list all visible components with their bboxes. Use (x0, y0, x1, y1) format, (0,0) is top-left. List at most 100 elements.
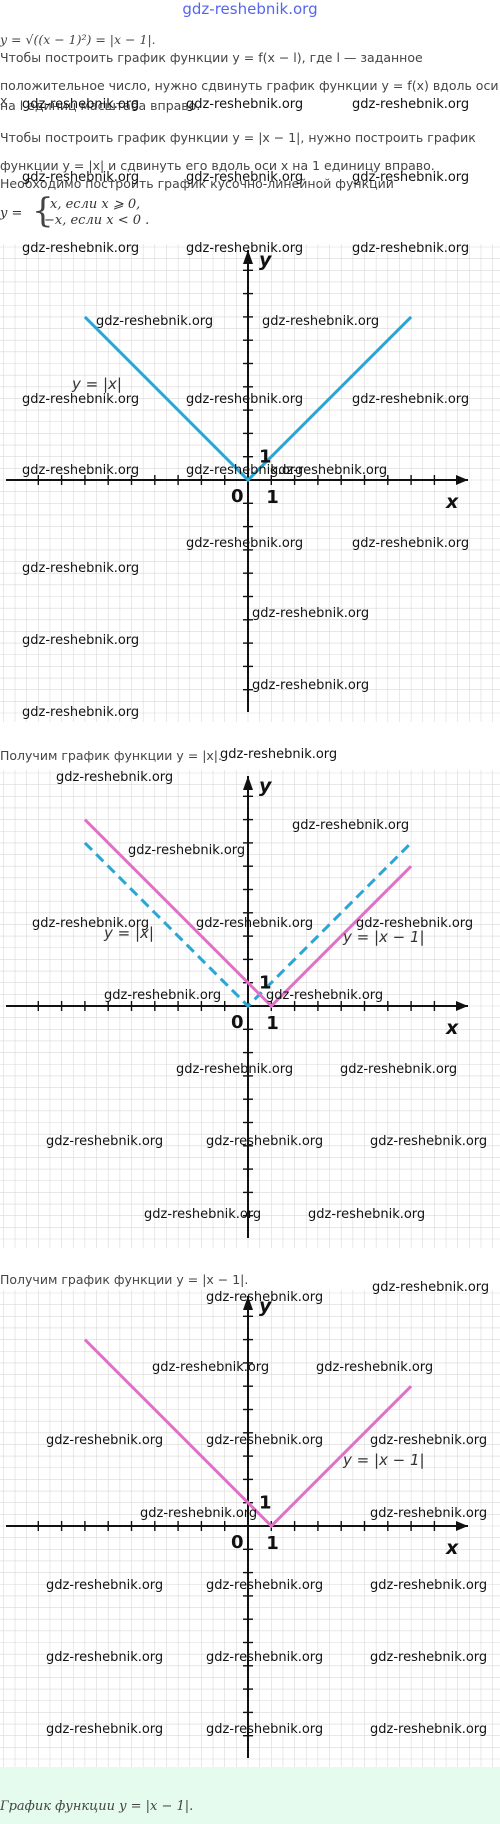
watermark: gdz-reshebnik.org (352, 241, 470, 256)
label-abs-x-minus-1: y = |x − 1| (342, 1451, 425, 1469)
watermark: gdz-reshebnik.org (370, 1722, 488, 1737)
y-axis-label: y (259, 249, 273, 271)
watermark: gdz-reshebnik.org (22, 463, 140, 478)
watermark: gdz-reshebnik.org (186, 536, 304, 551)
watermark: gdz-reshebnik.org (46, 1433, 164, 1448)
answer-box: График функции y = |x − 1|. (0, 1767, 500, 1824)
one-x-label: 1 (266, 487, 279, 508)
watermark: gdz-reshebnik.org (46, 1134, 164, 1149)
watermark: gdz-reshebnik.org (22, 392, 140, 407)
watermark: gdz-reshebnik.org (104, 988, 222, 1003)
watermark: gdz-reshebnik.org (340, 1062, 458, 1077)
watermark: gdz-reshebnik.org (186, 392, 304, 407)
label-abs-x: y = |x| (71, 375, 122, 393)
caption-2: Получим график функции y = |x − 1|. (0, 1272, 249, 1287)
origin-label: 0 (231, 1012, 244, 1033)
watermark: gdz-reshebnik.org (370, 1134, 488, 1149)
watermark: gdz-reshebnik.org (186, 241, 304, 256)
piecewise-prefix: y = (0, 206, 23, 221)
watermark: gdz-reshebnik.org (252, 606, 370, 621)
watermark: gdz-reshebnik.org (206, 1722, 324, 1737)
text-line-shift-rule: Чтобы построить график функции y = f(x −… (0, 50, 423, 65)
origin-label: 0 (231, 1532, 244, 1553)
watermark: gdz-reshebnik.org (206, 1578, 324, 1593)
watermark: gdz-reshebnik.org (140, 1506, 258, 1521)
text-line-plan-2: функции y = |x| и сдвинуть его вдоль оси… (0, 158, 435, 173)
watermark: gdz-reshebnik.org (56, 770, 174, 785)
watermark: gdz-reshebnik.org (22, 633, 140, 648)
watermark: gdz-reshebnik.org (46, 1578, 164, 1593)
equation-line: y = √((x − 1)²) = |x − 1|. (0, 32, 156, 47)
watermark: gdz-reshebnik.org (270, 463, 388, 478)
site-banner[interactable]: gdz-reshebnik.org (182, 0, 318, 18)
series-line (83, 841, 413, 1009)
watermark: gdz-reshebnik.org (152, 1360, 270, 1375)
watermark: gdz-reshebnik.org (370, 1578, 488, 1593)
watermark: gdz-reshebnik.org (266, 988, 384, 1003)
brace-icon: { (32, 191, 54, 231)
watermark: gdz-reshebnik.org (176, 1062, 294, 1077)
watermark: gdz-reshebnik.org (22, 97, 140, 112)
watermark: gdz-reshebnik.org (186, 170, 304, 185)
watermark: gdz-reshebnik.org (96, 314, 214, 329)
watermark: gdz-reshebnik.org (206, 1134, 324, 1149)
watermark: gdz-reshebnik.org (144, 1207, 262, 1222)
x-axis-label: x (445, 1537, 459, 1559)
piecewise-case-2: −x, если x < 0 . (44, 213, 150, 228)
watermark: gdz-reshebnik.org (352, 536, 470, 551)
x-arrow-icon (456, 1001, 468, 1011)
series-line (83, 315, 413, 483)
watermark: gdz-reshebnik.org (372, 1280, 490, 1295)
label-abs-x: y = |x| (103, 924, 154, 942)
watermark: gdz-reshebnik.org (186, 97, 304, 112)
one-y-label: 1 (259, 1493, 272, 1514)
watermark: gdz-reshebnik.org (262, 314, 380, 329)
caption-1: Получим график функции y = |x|. (0, 748, 222, 763)
x-arrow-icon (456, 475, 468, 485)
x-arrow-icon (456, 1521, 468, 1531)
watermark: gdz-reshebnik.org (206, 1433, 324, 1448)
series-line (83, 818, 413, 1009)
watermark: gdz-reshebnik.org (308, 1207, 426, 1222)
watermark: gdz-reshebnik.org (352, 392, 470, 407)
watermark: gdz-reshebnik.org (356, 916, 474, 931)
watermark: gdz-reshebnik.org (22, 170, 140, 185)
watermark: gdz-reshebnik.org (352, 97, 470, 112)
one-x-label: 1 (266, 1533, 279, 1554)
x-axis-label: x (445, 1017, 459, 1039)
grid (0, 244, 500, 722)
watermark: gdz-reshebnik.org (206, 1650, 324, 1665)
text-line-shift-rule-3: на l единиц масштаба вправо. (0, 98, 201, 113)
one-x-label: 1 (266, 1013, 279, 1034)
watermark: gdz-reshebnik.org (370, 1506, 488, 1521)
grid (0, 770, 500, 1248)
watermark: gdz-reshebnik.org (128, 843, 246, 858)
watermark: gdz-reshebnik.org (352, 170, 470, 185)
origin-label: 0 (231, 486, 244, 507)
y-arrow-icon (243, 776, 253, 790)
label-abs-x-minus-1: y = |x − 1| (342, 928, 425, 946)
caption-3: График функции y = |x − 1|. (0, 1799, 194, 1814)
y-arrow-icon (243, 1296, 253, 1310)
y-arrow-icon (243, 250, 253, 264)
watermark: gdz-reshebnik.org (22, 705, 140, 720)
watermark: gdz-reshebnik.org (46, 1650, 164, 1665)
y-axis-label: y (259, 775, 273, 797)
watermark: gdz-reshebnik.org (370, 1650, 488, 1665)
x-axis-label: x (445, 491, 459, 513)
piecewise-case-1: x, если x ⩾ 0, (50, 197, 141, 212)
series-line (83, 1338, 413, 1529)
text-line-piecewise-intro: Необходимо построить график кусочно-лине… (0, 176, 394, 191)
one-y-label: 1 (259, 973, 272, 994)
text-line-plan: Чтобы построить график функции y = |x − … (0, 130, 476, 145)
watermark: gdz-reshebnik.org (46, 1722, 164, 1737)
watermark: gdz-reshebnik.org (252, 678, 370, 693)
one-y-label: 1 (259, 447, 272, 468)
watermark: gdz-reshebnik.org (206, 1290, 324, 1305)
watermark: gdz-reshebnik.org (292, 818, 410, 833)
watermark: gdz-reshebnik.org (196, 916, 314, 931)
y-axis-label: y (259, 1295, 273, 1317)
